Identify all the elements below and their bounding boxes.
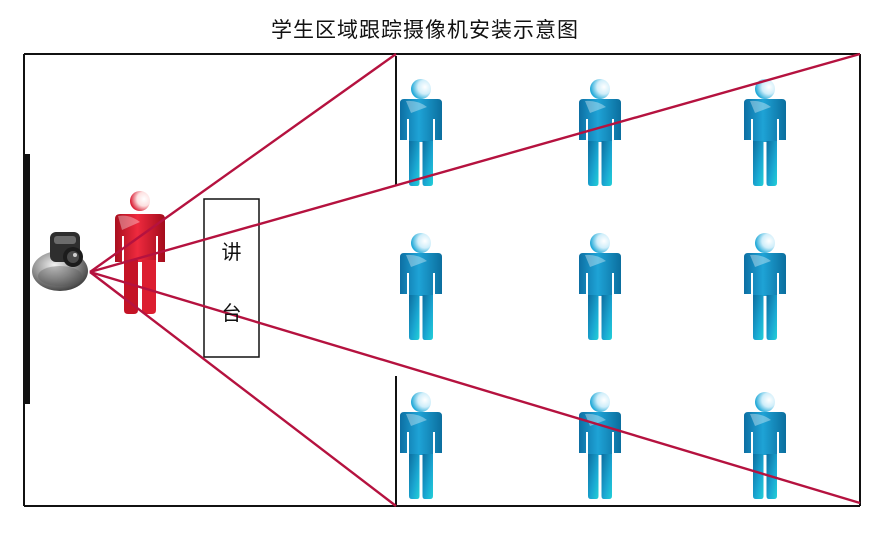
- student-icon: [400, 392, 442, 499]
- camera-sight-lines: [89, 52, 861, 507]
- student-icon: [744, 79, 786, 186]
- podium-label-char-2: 台: [221, 301, 242, 325]
- podium-box: [203, 198, 260, 358]
- student-icon: [744, 233, 786, 340]
- student-icon: [400, 233, 442, 340]
- diagram-title: 学生区域跟踪摄像机安装示意图: [271, 18, 579, 42]
- student-icon: [579, 233, 621, 340]
- student-icon: [400, 79, 442, 186]
- student-icon: [579, 392, 621, 499]
- student-figures: [400, 79, 786, 499]
- ptz-camera-icon: [32, 232, 88, 291]
- podium-label-char-1: 讲: [221, 240, 242, 264]
- student-icon: [744, 392, 786, 499]
- front-wall-board: [23, 154, 30, 404]
